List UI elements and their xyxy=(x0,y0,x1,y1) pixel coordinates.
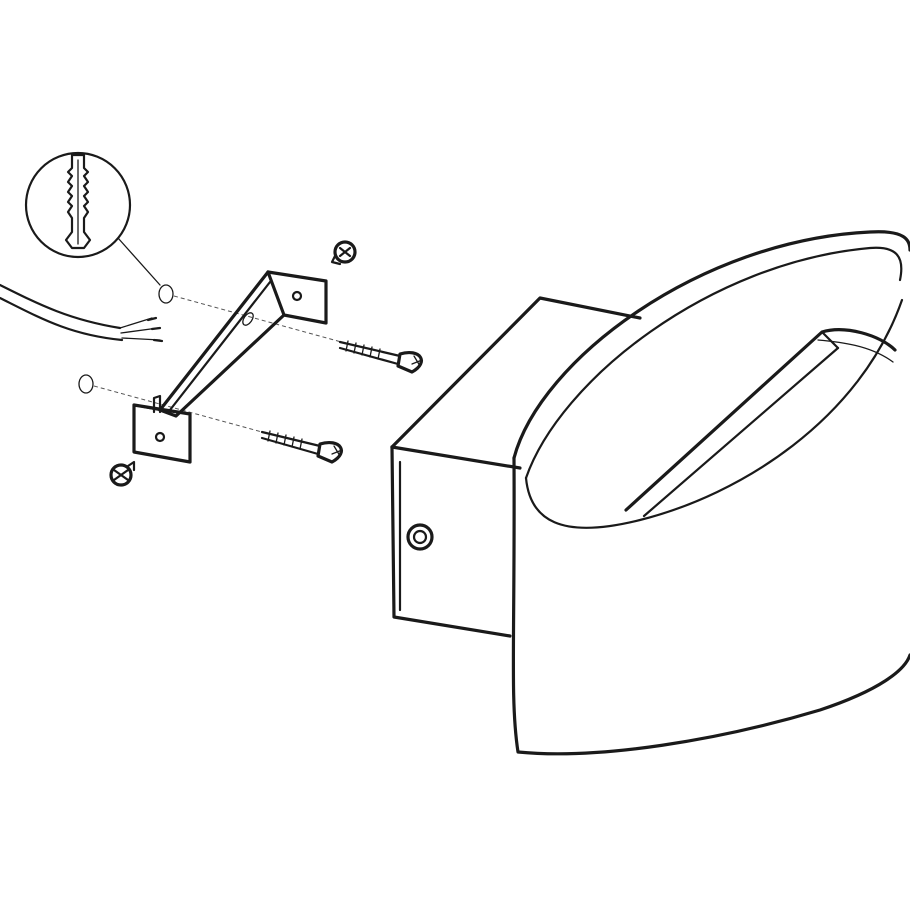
wall-plug-callout xyxy=(24,151,161,286)
callout-leader xyxy=(117,237,161,286)
wall-plug-hole-lower xyxy=(78,374,94,394)
cable-icon xyxy=(0,283,164,343)
alignment-line-lower xyxy=(93,385,263,433)
alignment-line-upper xyxy=(173,295,346,344)
screw-icon xyxy=(338,340,423,374)
phillips-screw-icon xyxy=(330,240,357,266)
phillips-screw-icon xyxy=(109,460,136,487)
bracket-icon xyxy=(132,270,328,464)
screw-icon xyxy=(260,430,343,464)
callout-circle xyxy=(24,151,132,259)
wall-lamp-icon xyxy=(390,230,910,756)
wall-plug-icon xyxy=(64,153,92,250)
wall-plug-hole-upper xyxy=(158,284,174,304)
